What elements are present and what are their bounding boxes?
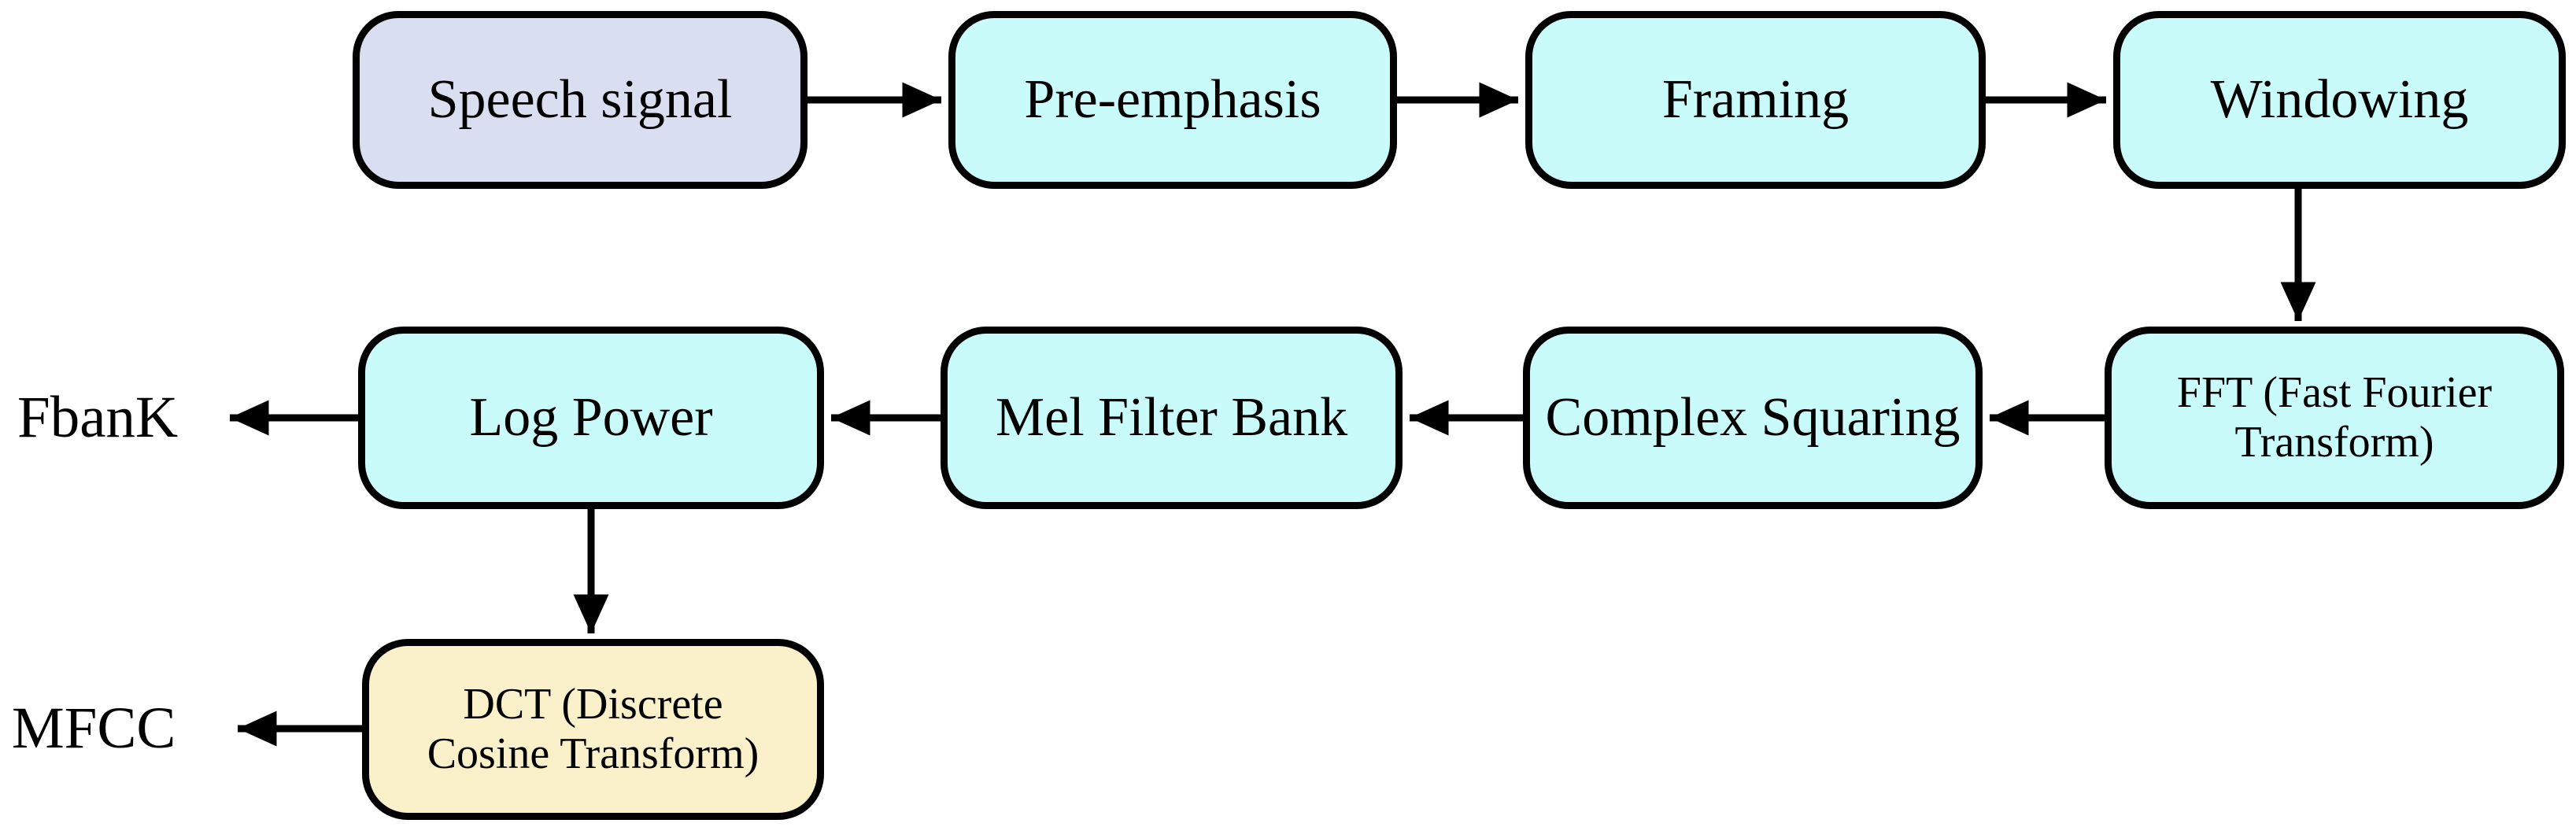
output-label-fbank: FbanK (17, 385, 179, 450)
node-label: DCT (Discrete Cosine Transform) (427, 680, 759, 778)
node-windowing: Windowing (2113, 11, 2566, 189)
node-label: Complex Squaring (1545, 386, 1961, 448)
output-label-mfcc: MFCC (12, 696, 176, 761)
node-framing: Framing (1525, 11, 1986, 189)
node-label: Framing (1661, 68, 1850, 130)
node-log-power: Log Power (358, 327, 824, 509)
node-label: Log Power (469, 386, 713, 448)
node-label: Pre-emphasis (1024, 68, 1321, 130)
node-speech-signal: Speech signal (353, 11, 808, 189)
node-dct: DCT (Discrete Cosine Transform) (362, 639, 824, 820)
node-label: Speech signal (427, 68, 733, 130)
node-label: FFT (Fast Fourier Transform) (2176, 368, 2493, 467)
node-mel-filter-bank: Mel Filter Bank (941, 327, 1403, 509)
node-complex-squaring: Complex Squaring (1523, 327, 1983, 509)
node-fft: FFT (Fast Fourier Transform) (2105, 327, 2564, 509)
node-pre-emphasis: Pre-emphasis (948, 11, 1397, 189)
node-label: Mel Filter Bank (995, 386, 1348, 448)
node-label: Windowing (2210, 68, 2469, 130)
